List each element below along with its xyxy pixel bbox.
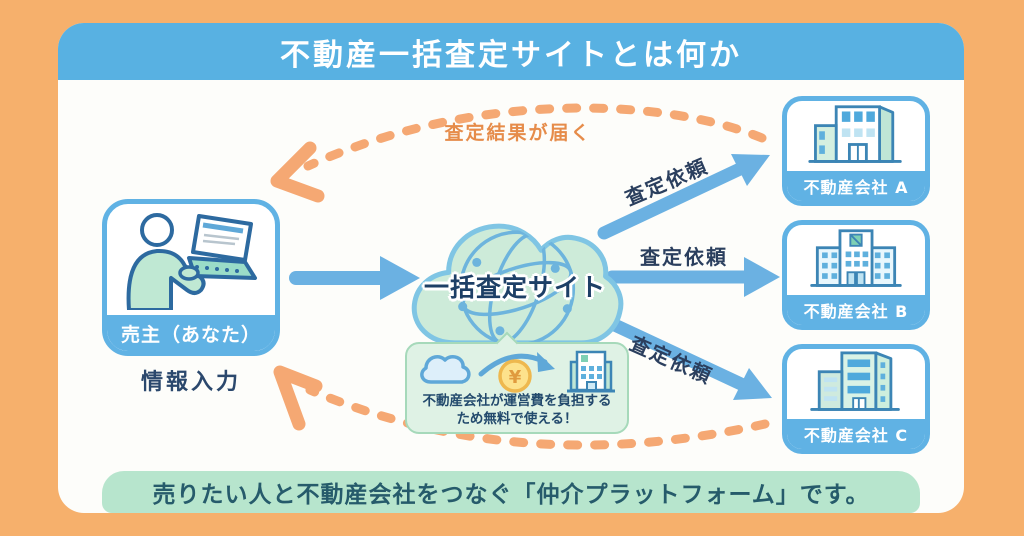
company-card-c: 不動産会社 C bbox=[782, 344, 930, 454]
footer-banner: 売りたい人と不動産会社をつなぐ「仲介プラットフォーム」です。 bbox=[102, 471, 920, 513]
building-c-icon bbox=[787, 349, 925, 419]
cloud-site-label: 一括査定サイト bbox=[423, 273, 606, 302]
info-box-line1: 不動産会社が運営費を負担する bbox=[422, 393, 612, 409]
title-banner: 不動産一括査定サイトとは何か bbox=[58, 23, 964, 80]
company-b-label: 不動産会社 B bbox=[787, 295, 925, 325]
seller-card-label: 売主（あなた） bbox=[107, 315, 275, 351]
company-a-label: 不動産会社 A bbox=[787, 171, 925, 201]
small-cloud-icon bbox=[420, 355, 471, 384]
building-b-icon bbox=[787, 225, 925, 295]
free-usage-info-box: ¥ 不動産会社が運営費を負担する ため無料で使える！ bbox=[405, 331, 629, 434]
seller-card: 売主（あなた） bbox=[102, 199, 280, 356]
svg-text:¥: ¥ bbox=[509, 367, 522, 388]
page-title: 不動産一括査定サイトとは何か bbox=[280, 37, 742, 73]
company-c-label: 不動産会社 C bbox=[787, 419, 925, 449]
company-card-b: 不動産会社 B bbox=[782, 220, 930, 330]
info-box-line2: ため無料で使える！ bbox=[456, 411, 578, 428]
company-card-a: 不動産会社 A bbox=[782, 96, 930, 206]
small-building-icon bbox=[567, 350, 615, 393]
footer-text: 売りたい人と不動産会社をつなぐ「仲介プラットフォーム」です。 bbox=[152, 482, 870, 508]
seller-caption: 情報入力 bbox=[140, 370, 241, 395]
building-a-icon bbox=[787, 101, 925, 171]
person-laptop-icon bbox=[107, 204, 275, 315]
result-label: 査定結果が届く bbox=[444, 122, 592, 144]
payment-arrow-icon bbox=[478, 352, 555, 377]
yen-coin-icon: ¥ bbox=[498, 359, 532, 393]
request-label-b: 査定依頼 bbox=[640, 245, 728, 269]
